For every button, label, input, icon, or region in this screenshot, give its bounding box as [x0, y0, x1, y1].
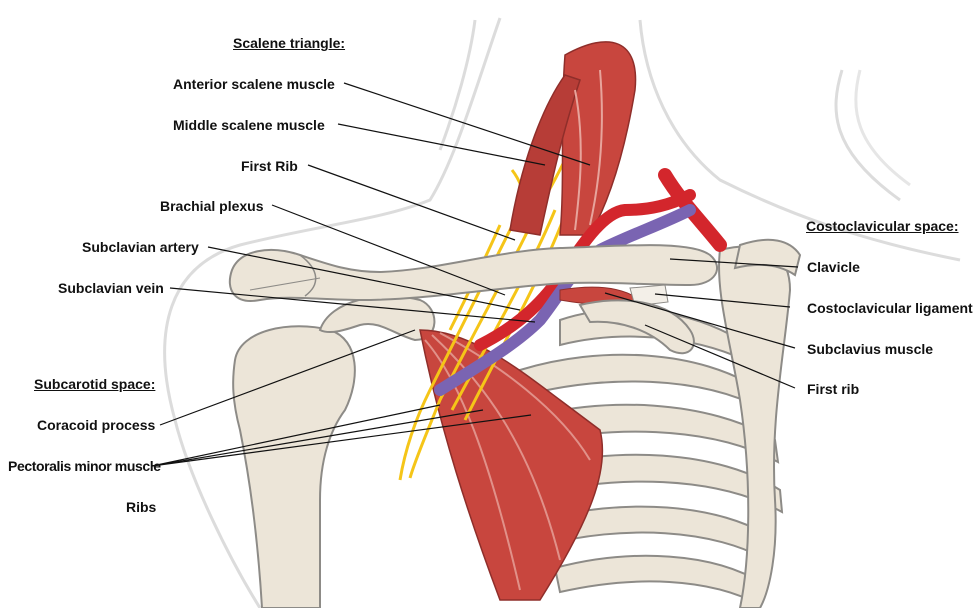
- body-outline: [163, 17, 961, 608]
- leader-subclavian-vein: [169, 287, 536, 323]
- leader-brachial-plexus: [271, 204, 506, 296]
- label-first-rib-right: First rib: [807, 381, 860, 397]
- leader-clavicle: [669, 258, 799, 268]
- label-subclavius-muscle: Subclavius muscle: [807, 341, 934, 357]
- pectoralis-minor-muscle: [419, 329, 604, 601]
- leader-lines: [151, 82, 799, 467]
- leader-anterior-scalene: [343, 82, 591, 166]
- subclavian-artery: [474, 189, 696, 351]
- subclavian-vein: [434, 204, 696, 396]
- costoclavicular-space-heading: Costoclavicular space:: [806, 218, 959, 234]
- label-clavicle: Clavicle: [807, 259, 860, 275]
- costoclavicular-ligament: [629, 284, 669, 307]
- scalene-muscles: [509, 41, 637, 236]
- leader-pec-minor-3: [151, 414, 532, 467]
- label-first-rib-left: First Rib: [241, 158, 298, 174]
- leader-subclavius: [604, 292, 796, 349]
- subcarotid-space-heading: Subcarotid space:: [34, 376, 156, 392]
- leader-subclavian-artery: [207, 246, 521, 311]
- label-ribs: Ribs: [126, 499, 157, 515]
- leader-pec-minor-2: [151, 409, 484, 467]
- label-subclavian-vein: Subclavian vein: [58, 280, 164, 296]
- label-subclavian-artery: Subclavian artery: [82, 239, 199, 255]
- label-middle-scalene: Middle scalene muscle: [173, 117, 325, 133]
- scalene-triangle-heading: Scalene triangle:: [233, 35, 346, 51]
- label-coracoid-process: Coracoid process: [37, 417, 156, 433]
- leader-pec-minor-1: [151, 404, 441, 467]
- leader-coracoid-process: [159, 329, 416, 426]
- label-costoclavicular-ligament: Costoclavicular ligament: [807, 300, 973, 316]
- label-pectoralis-minor: Pectoralis minor muscle: [8, 458, 161, 474]
- leader-first-rib-left: [307, 164, 516, 241]
- label-brachial-plexus: Brachial plexus: [160, 198, 264, 214]
- leader-first-rib-right: [644, 324, 796, 389]
- label-anterior-scalene: Anterior scalene muscle: [173, 76, 335, 92]
- leader-costoclavicular-ligament: [654, 293, 791, 308]
- clavicle: [228, 244, 719, 302]
- humerus: [232, 295, 436, 608]
- leader-middle-scalene: [337, 123, 546, 166]
